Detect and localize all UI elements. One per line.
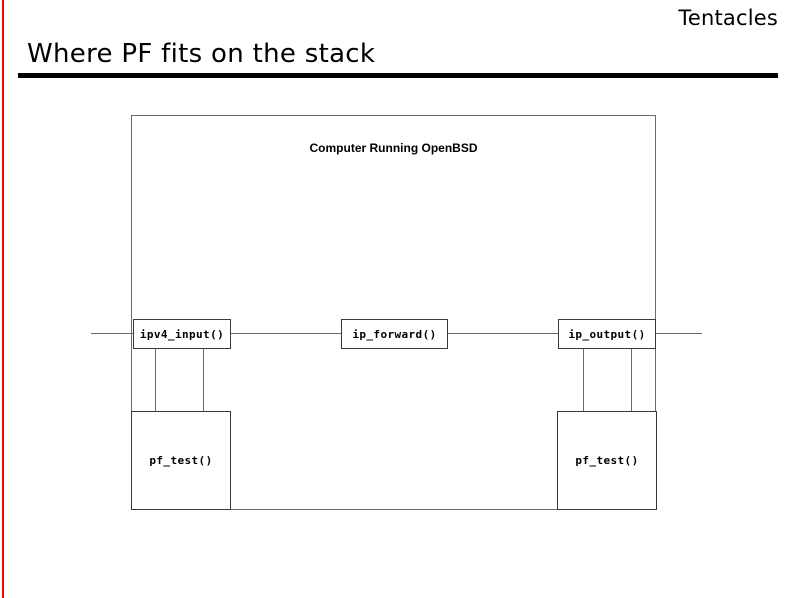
wire-egress-branch-left bbox=[583, 348, 584, 411]
wire-egress-branch-right bbox=[631, 348, 632, 411]
title-underline-rule bbox=[18, 73, 778, 78]
deck-label: Tentacles bbox=[678, 6, 778, 30]
left-margin-rule bbox=[2, 0, 4, 598]
wire-ipv4input-to-ipforward bbox=[231, 333, 341, 334]
wire-external-egress bbox=[656, 333, 702, 334]
host-container-box bbox=[131, 115, 656, 510]
host-container-label: Computer Running OpenBSD bbox=[309, 141, 478, 155]
box-ipv4-input[interactable]: ipv4_input() bbox=[133, 319, 231, 349]
wire-ipforward-to-ipoutput bbox=[448, 333, 558, 334]
wire-ingress-branch-left bbox=[155, 348, 156, 411]
box-pf-test-inbound[interactable]: pf_test() bbox=[131, 411, 231, 510]
wire-external-ingress bbox=[91, 333, 133, 334]
wire-ingress-branch-right bbox=[203, 348, 204, 411]
box-pf-test-outbound[interactable]: pf_test() bbox=[557, 411, 657, 510]
box-ip-forward[interactable]: ip_forward() bbox=[341, 319, 448, 349]
box-ip-output[interactable]: ip_output() bbox=[558, 319, 656, 349]
page-title: Where PF fits on the stack bbox=[27, 39, 376, 69]
